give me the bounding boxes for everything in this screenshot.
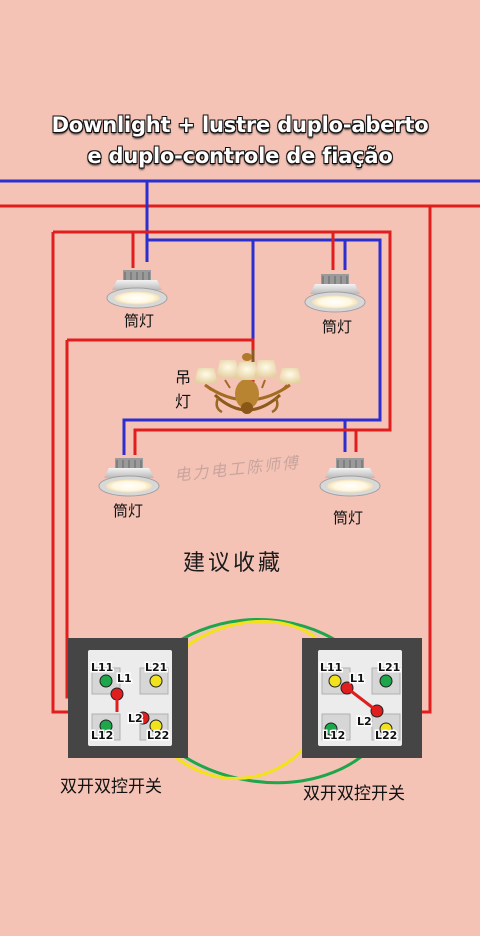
- term-right-l11: L11: [320, 661, 342, 674]
- downlight-top-right: [304, 273, 366, 313]
- switch-right: L11 L1 L21 L2 L12 L22: [302, 638, 422, 758]
- term-left-l22: L22: [147, 729, 169, 742]
- title-line-2: e duplo-controle de fiação: [87, 144, 393, 168]
- downlight-bottom-right: [319, 457, 381, 497]
- downlight-top-left: [106, 269, 168, 309]
- switch-label-right: 双开双控开关: [303, 784, 405, 804]
- chandelier: [194, 350, 302, 414]
- downlight-bottom-left: [98, 457, 160, 497]
- chandelier-label-bottom: 灯: [175, 392, 192, 411]
- recommend-text: 建议收藏: [183, 551, 284, 576]
- term-left-l12: L12: [91, 729, 113, 742]
- term-right-l12: L12: [323, 729, 345, 742]
- term-left-l2: L2: [128, 712, 143, 725]
- term-left-l1: L1: [117, 672, 132, 685]
- term-right-l21: L21: [378, 661, 400, 674]
- downlight-label-bottom-left: 筒灯: [113, 502, 144, 520]
- title-line-1: Downlight + lustre duplo-aberto: [51, 113, 429, 137]
- term-left-l11: L11: [91, 661, 113, 674]
- neutral-wires: [122, 181, 382, 455]
- switch-label-left: 双开双控开关: [60, 777, 162, 797]
- downlight-label-top-right: 筒灯: [322, 318, 353, 336]
- term-right-l22: L22: [375, 729, 397, 742]
- term-left-l21: L21: [145, 661, 167, 674]
- downlight-label-bottom-right: 筒灯: [333, 509, 364, 527]
- term-right-l1: L1: [350, 672, 365, 685]
- term-right-l2: L2: [357, 715, 372, 728]
- switch-left: L11 L1 L21 L2 L12 L22: [68, 638, 188, 758]
- chandelier-label-top: 吊: [175, 368, 192, 387]
- downlight-label-top-left: 筒灯: [124, 312, 155, 330]
